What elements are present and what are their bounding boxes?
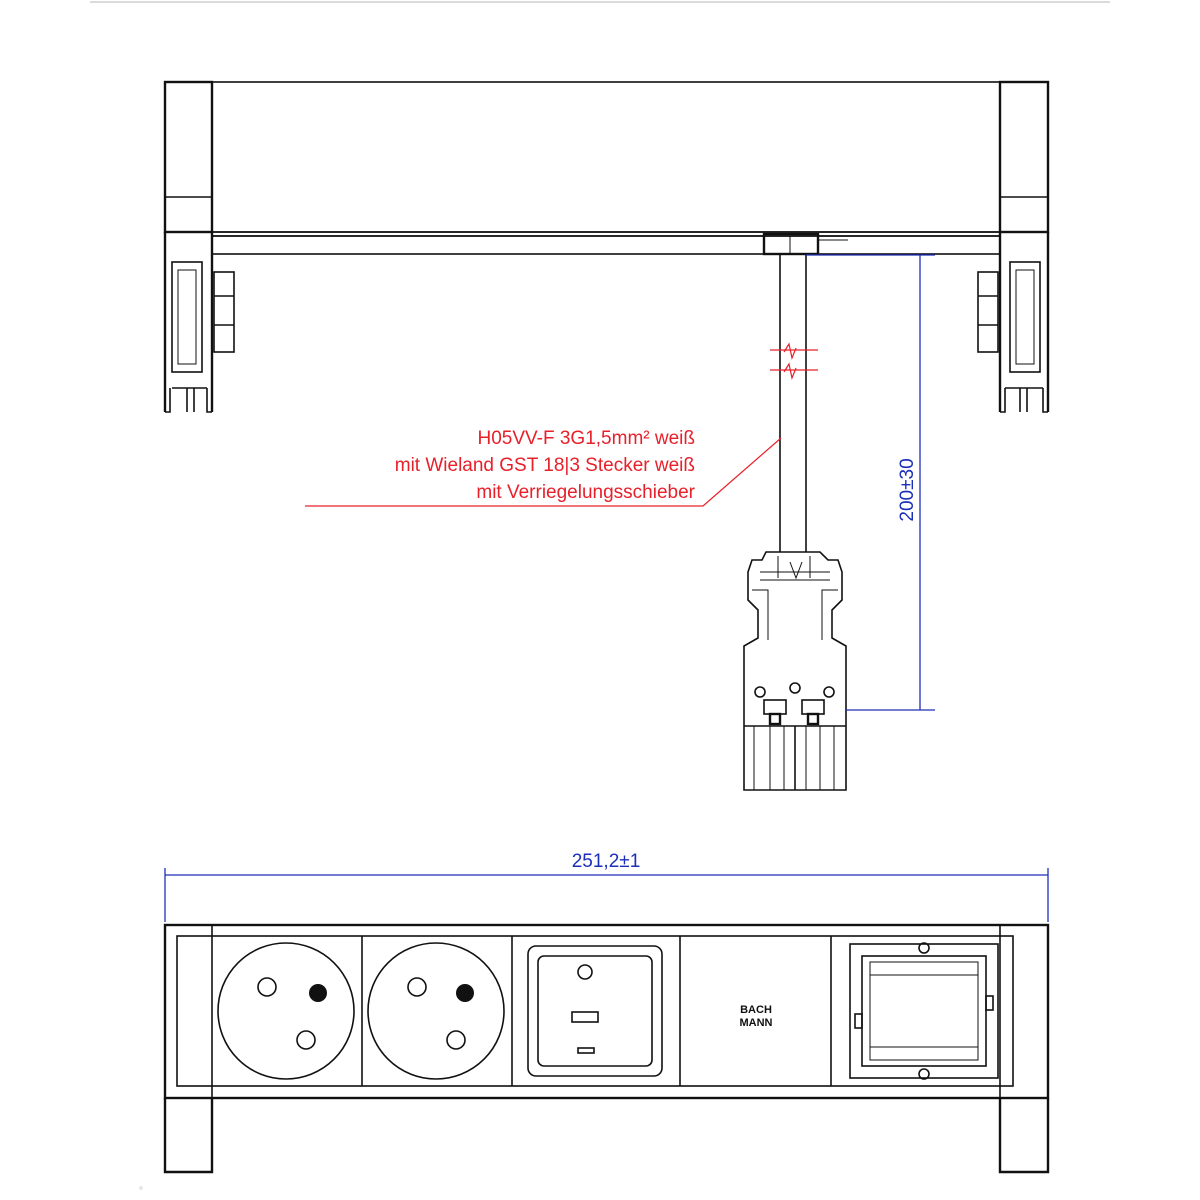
cable-length-label: 200±30 xyxy=(897,458,918,521)
wieland-plug xyxy=(743,551,847,791)
empty-frame-module xyxy=(849,942,999,1080)
socket-1 xyxy=(217,942,355,1080)
cable-gland xyxy=(762,232,820,256)
logo-text-1: BACH xyxy=(740,1004,772,1016)
annotation-line-3: mit Verriegelungsschieber xyxy=(476,482,695,503)
logo-module: BACH MANN xyxy=(740,1004,773,1029)
front-housing xyxy=(163,923,1050,1100)
cable-length-dimension: 200±30 xyxy=(806,254,935,711)
switch-module xyxy=(527,945,663,1077)
left-end-cap xyxy=(163,80,235,413)
annotation-line-1: H05VV-F 3G1,5mm² weiß xyxy=(478,428,696,449)
housing-body xyxy=(211,81,1001,233)
corner-dot xyxy=(139,1186,143,1190)
side-view: H05VV-F 3G1,5mm² weiß mit Wieland GST 18… xyxy=(163,80,1050,791)
socket-2 xyxy=(367,942,505,1080)
width-dimension: 251,2±1 xyxy=(164,851,1049,922)
annotation-line-2: mit Wieland GST 18|3 Stecker weiß xyxy=(395,455,695,476)
width-label: 251,2±1 xyxy=(572,851,641,872)
logo-text-2: MANN xyxy=(740,1017,773,1029)
cable xyxy=(770,254,818,552)
annotation-leader xyxy=(305,437,782,507)
front-view: 251,2±1 xyxy=(163,851,1050,1174)
housing-bottom-plate xyxy=(211,235,1001,255)
right-end-cap xyxy=(977,80,1050,413)
